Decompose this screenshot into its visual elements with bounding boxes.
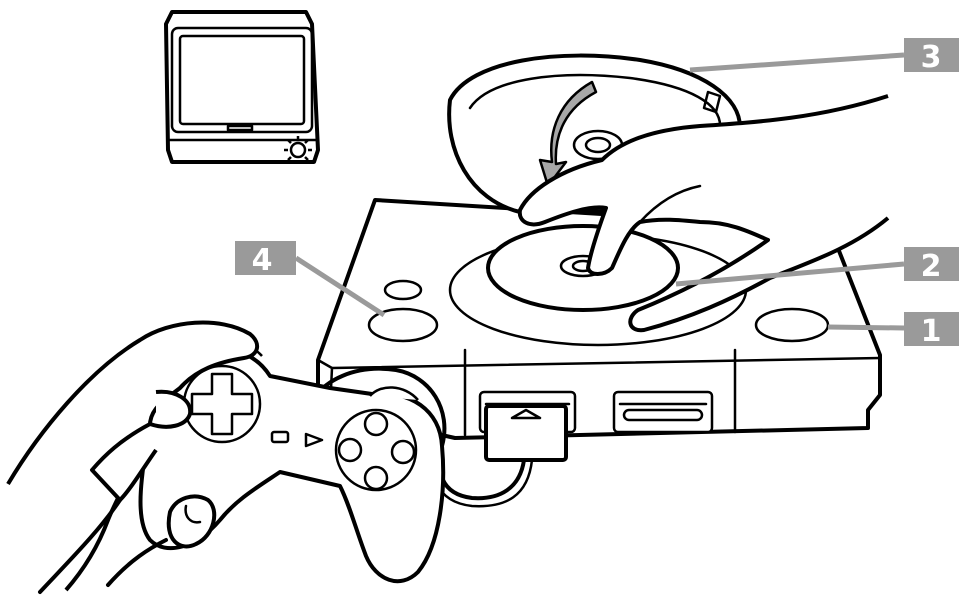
tv-monitor-icon: [166, 12, 318, 164]
callout-2-label: 2: [921, 249, 942, 284]
power-button[interactable]: [756, 309, 828, 341]
callout-3: 3: [904, 38, 959, 75]
callout-4: 4: [235, 241, 296, 278]
open-button[interactable]: [385, 281, 421, 299]
callout-4-label: 4: [252, 243, 273, 278]
disc-icon: [488, 226, 678, 310]
controller-port-2[interactable]: [614, 392, 712, 432]
controller-plug: [486, 406, 566, 460]
callout-1: 1: [904, 312, 959, 349]
face-buttons[interactable]: [336, 410, 416, 490]
leader-line-3: [690, 55, 904, 70]
d-pad[interactable]: [184, 366, 260, 442]
callout-1-label: 1: [921, 314, 942, 349]
leader-line-1: [828, 327, 904, 328]
callout-2: 2: [904, 247, 959, 284]
callout-3-label: 3: [921, 40, 942, 75]
select-button[interactable]: [272, 432, 288, 442]
